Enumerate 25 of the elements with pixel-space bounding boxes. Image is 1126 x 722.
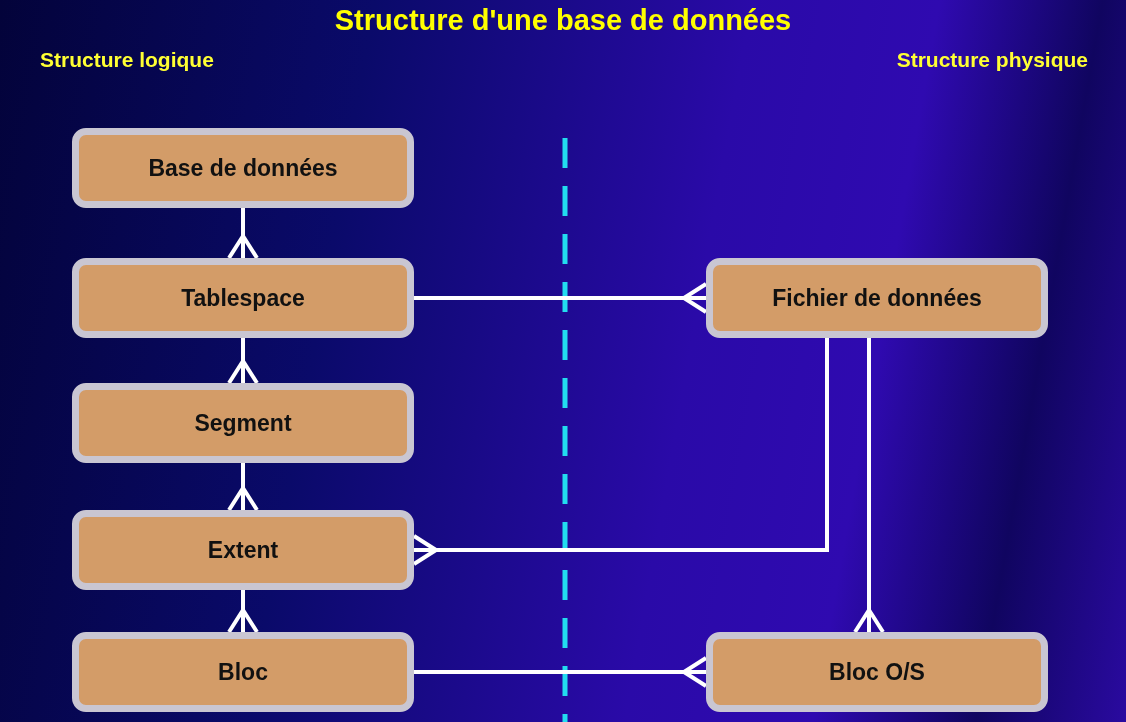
section-heading: Structure physique xyxy=(896,48,1088,72)
crows-foot-connector xyxy=(227,463,259,512)
entity-box xyxy=(706,632,1048,712)
crows-foot-connector xyxy=(227,338,259,385)
crows-foot-connector xyxy=(227,208,259,260)
entity-label: Bloc xyxy=(218,658,268,686)
entity-label: Segment xyxy=(194,409,292,437)
section-heading: Structure logique xyxy=(40,48,214,72)
crows-foot-connector xyxy=(414,282,708,314)
entity-box xyxy=(72,510,414,590)
entity-label: Tablespace xyxy=(181,284,305,312)
crows-foot-connector xyxy=(227,590,259,634)
entity-label: Base de données xyxy=(148,154,338,182)
crows-foot-connector xyxy=(853,338,885,634)
entity-label: Extent xyxy=(207,536,279,564)
entity-box xyxy=(72,632,414,712)
entity-label: Fichier de données xyxy=(772,284,982,312)
entity-box xyxy=(72,128,414,208)
crows-foot-connector xyxy=(414,656,708,688)
entity-box xyxy=(706,258,1048,338)
entity-label: Bloc O/S xyxy=(829,658,925,686)
entity-box xyxy=(72,258,414,338)
diagram-title: Structure d'une base de données xyxy=(333,4,793,37)
entity-box xyxy=(72,383,414,463)
crows-foot-connector xyxy=(412,338,829,566)
